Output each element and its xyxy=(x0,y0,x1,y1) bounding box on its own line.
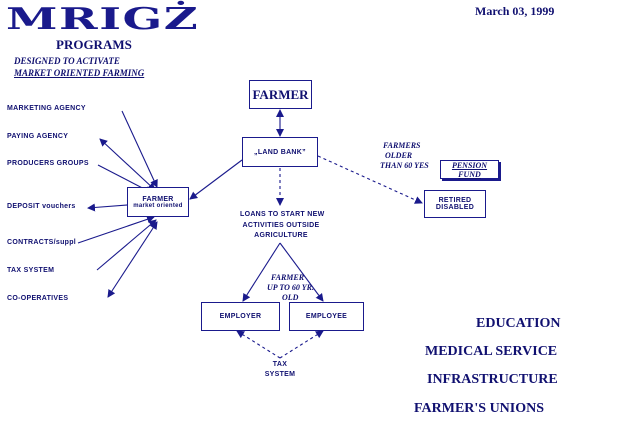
loans-line3: AGRICULTURE xyxy=(254,232,308,239)
subtitle-line1: DESIGNED TO ACTIVATE xyxy=(14,56,120,66)
arrow-tax-system xyxy=(96,219,157,271)
left-item-deposit: DEPOSIT vouchers xyxy=(7,203,76,210)
right-item-medical-service: MEDICAL SERVICE xyxy=(425,344,558,359)
loans-line1: LOANS TO START NEW xyxy=(240,211,325,218)
left-item-paying-agency: PAYING AGENCY xyxy=(7,133,69,140)
employer-label: EMPLOYER xyxy=(219,313,262,320)
left-item-producers-groups: PRODUCERS GROUPS xyxy=(7,160,89,167)
farmer-market-label: FARMER xyxy=(142,195,174,203)
land-bank-box: „LAND BANK” xyxy=(242,137,318,167)
pension-fund-box: PENSION FUND xyxy=(440,160,499,179)
right-item-farmers-unions: FARMER'S UNIONS xyxy=(414,401,545,416)
arrow-contracts xyxy=(77,215,155,244)
employee-label: EMPLOYEE xyxy=(305,313,348,320)
subtitle-line2: MARKET ORIENTED FARMING xyxy=(14,68,145,78)
arrow-paying-agency xyxy=(99,138,156,191)
left-item-cooperatives: CO-OPERATIVES xyxy=(7,295,69,302)
arrow-landbank-retired xyxy=(317,155,423,204)
left-item-tax-system: TAX SYSTEM xyxy=(7,267,55,274)
farmers-older-line2: OLDER xyxy=(385,151,413,160)
employer-box: EMPLOYER xyxy=(201,302,280,331)
farmers-older-line1: FARMERS xyxy=(383,141,421,150)
tax-line2: SYSTEM xyxy=(264,371,296,378)
date-label: March 03, 1999 xyxy=(475,4,555,18)
farmer-up-line3: OLD xyxy=(282,293,299,302)
pension-fund-label: PENSION FUND xyxy=(451,160,488,179)
disabled-label: DISABLED xyxy=(435,204,475,211)
farmer-label: FARMER xyxy=(252,86,309,102)
land-bank-label: „LAND BANK” xyxy=(254,148,306,156)
farmer-market-oriented-box: FARMER market oriented xyxy=(127,187,189,217)
left-item-contracts: CONTRACTS/suppl xyxy=(7,239,77,246)
farmer-up-line2: UP TO 60 YR. xyxy=(267,283,314,292)
left-item-marketing-agency: MARKETING AGENCY xyxy=(7,105,86,112)
arrow-cooperatives xyxy=(107,221,158,298)
arrow-loans-employee xyxy=(279,242,324,302)
farmers-older-line3: THAN 60 YES xyxy=(380,161,429,170)
arrow-loans-employer xyxy=(242,242,281,302)
arrow-landbank-farmer-market xyxy=(189,159,243,200)
retired-label: RETIRED xyxy=(438,197,472,204)
farmer-box: FARMER xyxy=(249,80,312,109)
right-item-education: EDUCATION xyxy=(476,316,561,331)
employee-box: EMPLOYEE xyxy=(289,302,364,331)
retired-disabled-box: RETIRED DISABLED xyxy=(424,190,486,218)
right-item-infrastructure: INFRASTRUCTURE xyxy=(427,372,558,387)
arrow-employee-tax xyxy=(279,330,324,359)
arrow-employer-tax xyxy=(236,330,281,359)
mrigz-logo: MRIGŻ xyxy=(6,2,200,37)
market-oriented-label: market oriented xyxy=(133,202,183,209)
loans-line2: ACTIVITIES OUTSIDE xyxy=(242,222,320,229)
farmer-up-line1: FARMER xyxy=(271,273,305,282)
tax-line1: TAX xyxy=(272,361,288,368)
programs-heading: PROGRAMS xyxy=(56,37,132,52)
